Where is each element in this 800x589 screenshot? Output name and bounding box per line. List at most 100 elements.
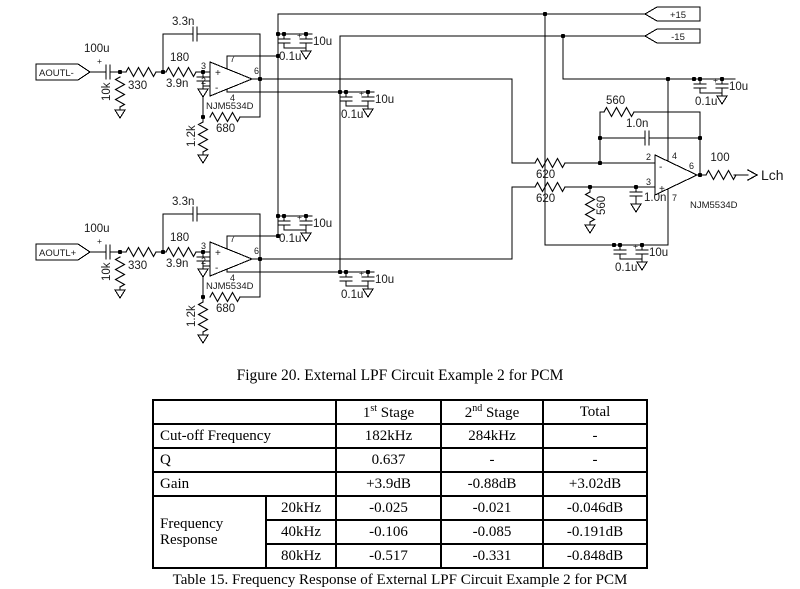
output-label: Lch: [761, 167, 784, 183]
power-rails: +15 -15: [276, 6, 748, 301]
freq-label: 20kHz: [265, 495, 337, 521]
cap-100u-label: 100u: [84, 43, 110, 55]
cap-39n-label: 3.9n: [166, 78, 188, 90]
resistor-symbol: [534, 157, 566, 169]
cell-stage2: -0.331: [440, 543, 544, 569]
pin3-label: 3: [646, 177, 651, 187]
channel-1: AOUTL- + 100u 10k 330 3.3n 180 3.9n 3 2 …: [35, 16, 513, 164]
ground-symbol: [630, 200, 642, 213]
resistor-symbol: [125, 66, 157, 78]
opamp-part-label: NJM5534D: [206, 281, 254, 292]
stage-2: 620 620 560 1.0n 560 1.0n 2 3 - + 4 7 6 …: [511, 78, 784, 260]
cell-stage2: -0.085: [440, 519, 544, 545]
capacitor-symbol: [100, 64, 116, 80]
inv-mark: -: [659, 162, 662, 173]
resistor-symbol: [197, 301, 209, 333]
pin4-label: 4: [230, 273, 235, 283]
table-row: Q 0.637 - -: [152, 447, 648, 473]
res-560fb-label: 560: [606, 95, 625, 107]
cell-total: +3.02dB: [542, 471, 648, 497]
cap-10n-fb-label: 1.0n: [626, 118, 648, 130]
resistor-symbol: [165, 246, 197, 258]
frequency-response-table: 1st Stage 2nd Stage Total Cut-off Freque…: [152, 399, 648, 569]
cap-10n-g-label: 1.0n: [644, 192, 666, 204]
res-330-label: 330: [128, 260, 147, 272]
output-arrow: [747, 169, 759, 181]
ground-symbol: [197, 85, 209, 98]
capacitor-symbol: [187, 26, 203, 42]
cell-total: -0.848dB: [542, 543, 648, 569]
pin2-label: 2: [201, 256, 206, 266]
polarity-mark: +: [97, 56, 102, 66]
input-tag-label: AOUTL+: [39, 248, 77, 259]
res-100-label: 100: [710, 152, 729, 164]
ground-symbol: [197, 265, 209, 278]
ground-symbol: [114, 106, 126, 119]
ground-symbol: [584, 221, 596, 234]
res-10k-label: 10k: [101, 262, 113, 281]
noninv-mark: +: [215, 248, 221, 259]
header-total: Total: [542, 399, 648, 425]
header-stage1: 1st Stage: [335, 399, 442, 425]
inv-mark: -: [215, 83, 218, 94]
cell-total: -: [542, 423, 648, 449]
resistor-symbol: [125, 246, 157, 258]
freq-response-label: Frequency Response: [152, 495, 267, 569]
res-680-label: 680: [216, 303, 235, 315]
res-330-label: 330: [128, 80, 147, 92]
cell-total: -0.191dB: [542, 519, 648, 545]
input-tag: [35, 243, 91, 261]
noninv-mark: +: [215, 68, 221, 79]
polarity-mark: +: [97, 236, 102, 246]
pin7-label: 7: [230, 54, 235, 64]
resistor-symbol: [197, 121, 209, 153]
opamp-triangle: [209, 61, 254, 97]
cell-total: -: [542, 447, 648, 473]
cell-stage1: 182kHz: [335, 423, 442, 449]
res-560g-label: 560: [596, 196, 608, 215]
cell-stage1: -0.025: [335, 495, 442, 521]
cap-100u-label: 100u: [84, 223, 110, 235]
table-row: 80kHz -0.517 -0.331 -0.848dB: [153, 543, 648, 569]
supply-neg-label: -15: [671, 32, 685, 43]
supply-tag-neg: [643, 28, 701, 44]
cell-stage1: -0.106: [335, 519, 442, 545]
res-10k-label: 10k: [101, 82, 113, 101]
pin6-label: 6: [254, 66, 259, 76]
res-620a-label: 620: [536, 169, 555, 181]
pin6-label: 6: [689, 161, 694, 171]
resistor-symbol: [534, 181, 566, 193]
capacitor-symbol: [639, 130, 655, 146]
pin2-label: 2: [201, 76, 206, 86]
res-680-label: 680: [216, 123, 235, 135]
inv-mark: -: [215, 263, 218, 274]
cell-stage2: -: [440, 447, 544, 473]
opamp-triangle: [209, 241, 254, 277]
freq-label: 40kHz: [265, 519, 337, 545]
pin3-label: 3: [201, 241, 206, 251]
row-label: Gain: [152, 471, 337, 497]
resistor-symbol: [603, 106, 635, 118]
opamp-part-label: NJM5534D: [690, 200, 738, 211]
input-tag: [35, 63, 91, 81]
pin7-label: 7: [672, 193, 677, 203]
table-row: Frequency Response 20kHz -0.025 -0.021 -…: [152, 495, 648, 569]
pin4-label: 4: [230, 93, 235, 103]
cell-stage2: -0.021: [440, 495, 544, 521]
table-header-row: 1st Stage 2nd Stage Total: [152, 399, 648, 425]
cell-total: -0.046dB: [542, 495, 648, 521]
freq-label: 80kHz: [265, 543, 337, 569]
cell-stage2: -0.88dB: [440, 471, 544, 497]
res-180-label: 180: [170, 232, 189, 244]
capacitor-symbol: [187, 206, 203, 222]
cap-39n-label: 3.9n: [166, 258, 188, 270]
res-620b-label: 620: [536, 193, 555, 205]
resistor-symbol: [114, 256, 126, 288]
capacitor-symbol: [100, 244, 116, 260]
table-row: Cut-off Frequency 182kHz 284kHz -: [152, 423, 648, 449]
table-caption: Table 15. Frequency Response of External…: [172, 572, 628, 588]
resistor-symbol: [209, 291, 241, 303]
res-12k-label: 1.2k: [186, 125, 198, 147]
res-180-label: 180: [170, 52, 189, 64]
wires: [511, 78, 749, 260]
